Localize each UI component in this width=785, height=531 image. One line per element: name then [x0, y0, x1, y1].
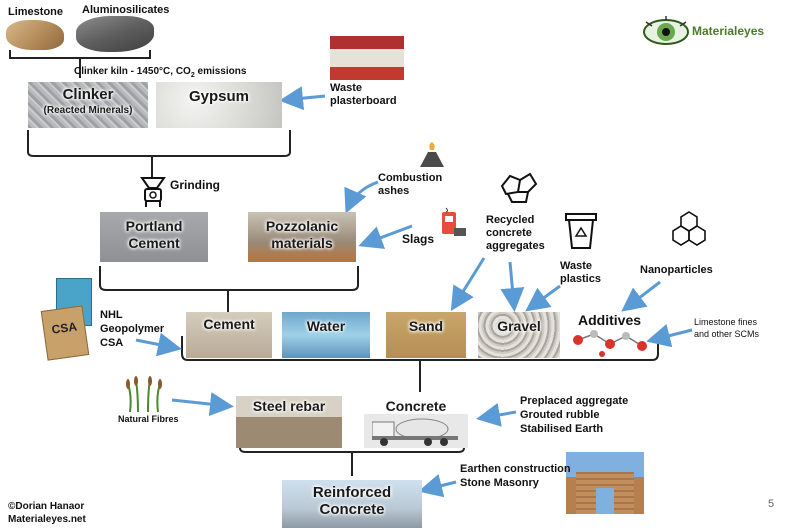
earthen-arrow [418, 473, 457, 498]
ashes-arrow [344, 180, 379, 214]
limestone-fines-label: Limestone fines and other SCMs [694, 317, 760, 339]
reeds-icon [124, 376, 164, 413]
kiln-label: Clinker kiln - 1450°C, CO2 emissions [74, 66, 247, 79]
alternative-item: Grouted rubble [520, 409, 600, 421]
clinker-label: Clinker [62, 86, 114, 103]
grinder-icon [138, 176, 168, 208]
cement-label: Cement [203, 316, 255, 332]
steel-rebar-label: Steel rebar [252, 398, 326, 414]
sand-tile: Sand [386, 312, 466, 358]
alt-cement-item: CSA [100, 337, 124, 349]
reinforced-concrete-label: Reinforced Concrete [312, 484, 392, 518]
nanoparticles-label: Nanoparticles [640, 264, 713, 276]
clinker-sub-label: (Reacted Minerals) [43, 105, 133, 116]
brand-name: Materialeyes [692, 24, 765, 38]
recycled-aggregates-label: Recycled concrete aggregates [486, 214, 545, 252]
waste-plastics-label: Waste plastics [560, 260, 601, 285]
limestone-rock-image [6, 20, 64, 50]
mixer-truck-icon [372, 418, 458, 446]
plasterboard-arrow [279, 86, 326, 111]
concrete-alternatives-list: Preplaced aggregate Grouted rubble Stabi… [520, 394, 628, 436]
combustion-ashes-label: Combustion ashes [378, 172, 443, 197]
cement-bags-image: CSA [40, 278, 98, 361]
alt-cements-list: NHL Geopolymer CSA [100, 308, 164, 350]
recycle-bin-icon [564, 212, 598, 250]
waste-plasterboard-label: Waste plasterboard [330, 82, 397, 107]
earthen-structure-image [566, 452, 644, 514]
nano-additives-arrow [621, 280, 661, 312]
additives-label: Additives [578, 312, 642, 328]
natural-fibres-label: Natural Fibres [118, 414, 179, 424]
earthen-list: Earthen construction Stone Masonry [460, 462, 571, 490]
materialeyes-logo: Materialeyes [642, 14, 765, 50]
rca-gravel-arrow [500, 261, 525, 312]
plasterboard-image [330, 36, 404, 80]
reinforced-concrete-tile: Reinforced Concrete [282, 480, 422, 528]
aluminosilicates-label: Aluminosilicates [82, 4, 170, 16]
alt-cement-item: NHL [100, 309, 123, 321]
concrete-label: Concrete [385, 398, 447, 414]
portland-cement-tile: Portland Cement [100, 212, 208, 262]
nanoparticle-icon [670, 208, 708, 248]
bag-label: CSA [50, 319, 78, 337]
volcano-icon [418, 140, 446, 168]
copyright-text: ©Dorian Hanaor [8, 501, 85, 512]
cement-tile: Cement [186, 312, 272, 358]
website-text: Materialeyes.net [8, 514, 86, 525]
water-label: Water [306, 318, 346, 334]
gypsum-label: Gypsum [188, 88, 249, 105]
clinker-bracket [27, 130, 291, 178]
page-number: 5 [768, 498, 775, 510]
furnace-icon [436, 206, 468, 240]
rubble-icon [496, 166, 540, 204]
fibres-arrow [171, 392, 234, 417]
steel-rebar-tile: Steel rebar [236, 396, 342, 448]
molecule-image [570, 324, 654, 360]
plastics-gravel-arrow [525, 284, 561, 312]
scm-additives-arrow [646, 323, 693, 348]
pozzolanic-label: Pozzolanic materials [265, 218, 339, 251]
grinding-label: Grinding [170, 178, 220, 192]
gypsum-tile: Gypsum [156, 82, 282, 128]
rca-sand-arrow [450, 257, 486, 312]
clinker-tile: Clinker (Reacted Minerals) [28, 82, 148, 128]
alternatives-arrow [476, 403, 517, 427]
water-tile: Water [282, 312, 370, 358]
pozzolanic-tile: Pozzolanic materials [248, 212, 356, 262]
concrete-tile: Concrete [364, 396, 468, 448]
earthen-item: Earthen construction [460, 463, 571, 475]
gravel-tile: Gravel [478, 312, 560, 358]
portland-cement-label: Portland Cement [125, 218, 183, 251]
aluminosilicate-rock-image [76, 16, 154, 52]
footer-credit: ©Dorian Hanaor Materialeyes.net [8, 500, 86, 526]
slags-label: Slags [402, 232, 435, 246]
earthen-item: Stone Masonry [460, 477, 539, 489]
alternative-item: Preplaced aggregate [520, 395, 629, 407]
sand-label: Sand [408, 318, 444, 334]
limestone-label: Limestone [8, 6, 64, 18]
gravel-label: Gravel [497, 318, 541, 334]
cement-bracket [99, 266, 359, 312]
eye-icon [643, 16, 689, 45]
alt-cement-item: Geopolymer [100, 323, 165, 335]
alternative-item: Stabilised Earth [520, 423, 604, 435]
